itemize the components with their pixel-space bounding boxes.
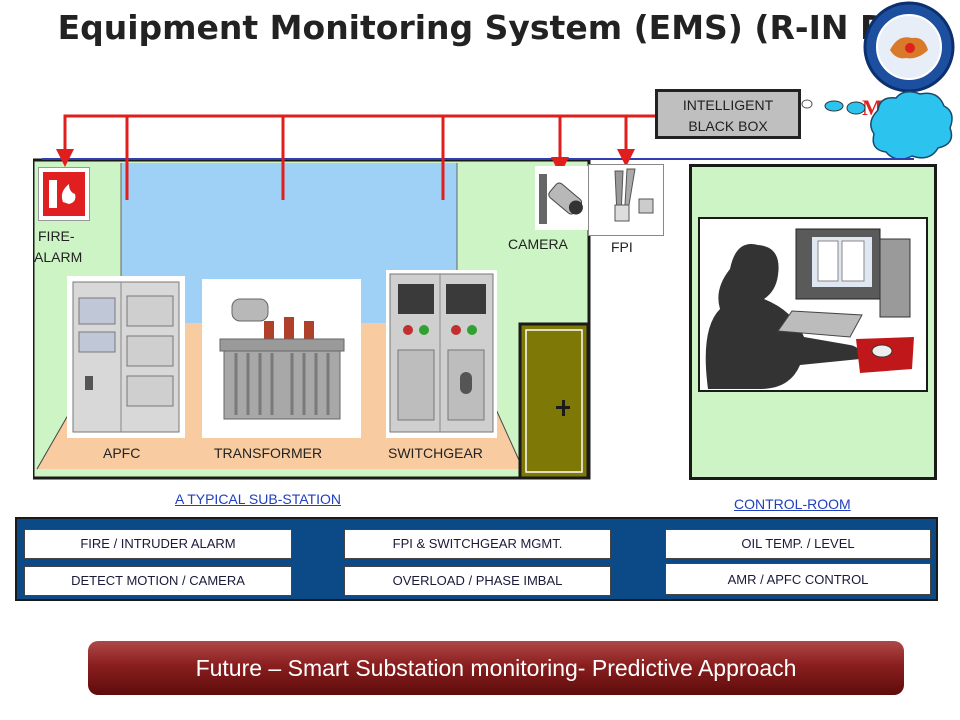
control-room-caption: CONTROL-ROOM (734, 496, 851, 512)
future-approach-banner: Future – Smart Substation monitoring- Pr… (88, 641, 904, 695)
fire-alarm-device (38, 167, 90, 221)
computer-operator-icon (705, 228, 914, 389)
feature-detect-motion-camera: DETECT MOTION / CAMERA (24, 566, 292, 596)
fire-alarm-label-line2: ALARM (34, 249, 83, 265)
feature-oil-temp-level: OIL TEMP. / LEVEL (665, 529, 931, 559)
transformer-image (202, 279, 361, 438)
fire-alarm-label-line1: FIRE- (38, 228, 75, 244)
feature-overload-phase-imbalance: OVERLOAD / PHASE IMBAL (344, 566, 611, 596)
feature-fpi-switchgear-mgmt: FPI & SWITCHGEAR MGMT. (344, 529, 611, 559)
camera-icon (539, 174, 583, 224)
fire-alarm-icon (43, 172, 85, 216)
monitoring-features-panel: FIRE / INTRUDER ALARM DETECT MOTION / CA… (15, 517, 938, 601)
apfc-panel-image (67, 276, 185, 438)
substation-door (518, 322, 590, 480)
camera-label: CAMERA (508, 236, 568, 252)
red-connector-wires (56, 114, 655, 200)
black-box-label-line2: BLACK BOX (688, 118, 768, 134)
page-title: Equipment Monitoring System (EMS) (R-IN … (57, 8, 903, 47)
switchgear-label: SWITCHGEAR (388, 445, 483, 461)
switchgear-image (386, 270, 497, 438)
operator-workstation-image (698, 217, 928, 392)
transformer-label: TRANSFORMER (214, 445, 323, 461)
camera-device (535, 166, 590, 230)
feature-amr-apfc-control: AMR / APFC CONTROL (665, 563, 931, 595)
regulatory-commission-seal-logo (863, 1, 955, 93)
substation-caption: A TYPICAL SUB-STATION (175, 491, 341, 507)
black-box-label-line1: INTELLIGENT (682, 97, 774, 113)
apfc-label: APFC (103, 445, 141, 461)
fpi-device (588, 164, 664, 236)
fpi-label: FPI (611, 239, 633, 255)
feature-fire-intruder-alarm: FIRE / INTRUDER ALARM (24, 529, 292, 559)
transformer-icon (219, 298, 345, 420)
fault-passage-indicator-icon (614, 168, 654, 222)
signal-rail-line (42, 158, 914, 160)
intelligent-black-box: INTELLIGENT BLACK BOX (655, 89, 801, 139)
cloud-bubble-icon (801, 91, 953, 160)
switchgear-icon (389, 273, 494, 433)
apfc-cabinet-icon (72, 281, 180, 433)
